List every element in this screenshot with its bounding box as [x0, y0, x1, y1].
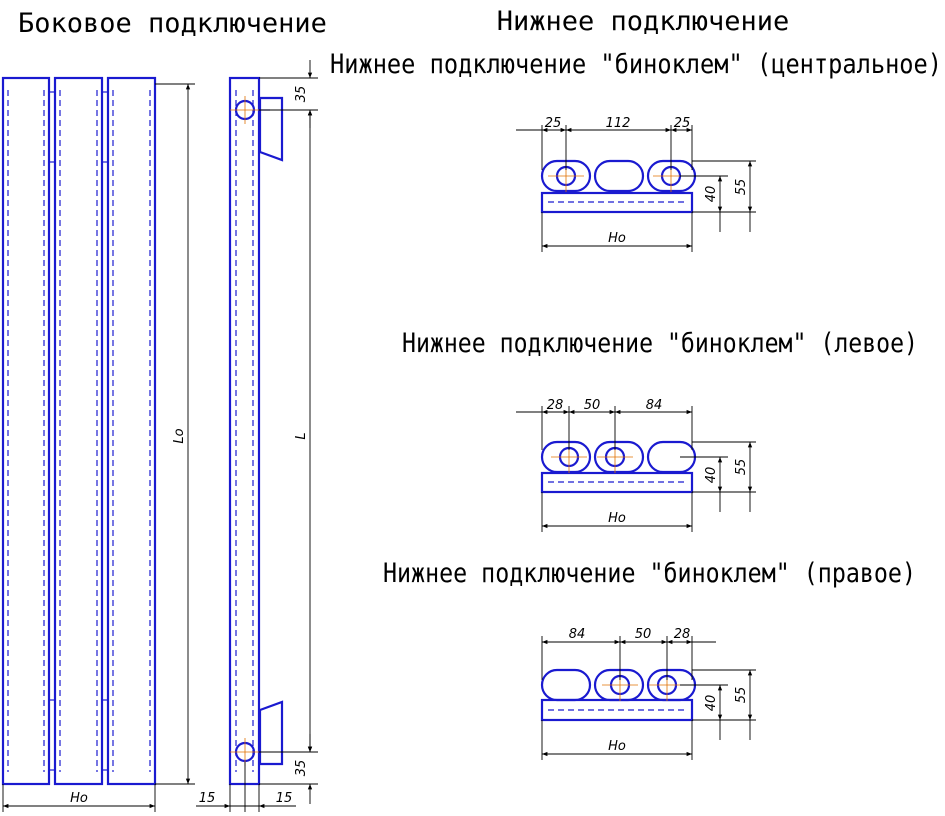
left-width-label: Ho	[608, 511, 626, 526]
right-dim-c: 28	[674, 627, 691, 642]
left-oval-1	[540, 440, 592, 474]
left-height-outer: 55	[734, 459, 749, 476]
right-dim-a: 84	[569, 627, 586, 642]
title-left: Нижнее подключение "биноклем" (левое)	[402, 328, 918, 359]
dim-lo-label: Lo	[172, 428, 187, 443]
central-oval-2	[593, 159, 645, 193]
title-bottom-connection: Нижнее подключение	[497, 6, 790, 37]
bracket-top	[258, 96, 284, 162]
profile-body	[228, 76, 261, 786]
section-2	[53, 76, 104, 786]
central-width-label: Ho	[608, 231, 626, 246]
central-height-inner: 40	[704, 186, 719, 203]
right-oval-1	[540, 668, 592, 702]
side-view-radiator: Lo Ho	[1, 76, 195, 812]
title-right: Нижнее подключение "биноклем" (правое)	[383, 558, 916, 589]
central-dim-b: 112	[606, 116, 631, 131]
right-height-outer: 55	[734, 687, 749, 704]
dim-ho-label: Ho	[70, 791, 88, 806]
dim-right-offset: 15	[276, 791, 293, 806]
left-dim-b: 50	[584, 398, 601, 413]
right-view: 84 50 28 40 55 Ho	[540, 627, 756, 760]
profile-view-radiator: 35 L 35 15 15	[196, 60, 318, 812]
section-3	[106, 76, 157, 786]
left-dim-a: 28	[547, 398, 564, 413]
right-dim-b: 50	[635, 627, 652, 642]
central-view: 25 112 25 40 55 Ho	[516, 116, 756, 252]
left-dim-c: 84	[646, 398, 663, 413]
central-dim-c: 25	[674, 116, 691, 131]
left-view: 28 50 84 40 55 Ho	[516, 398, 756, 532]
left-height-inner: 40	[704, 467, 719, 484]
central-dim-a: 25	[545, 116, 562, 131]
title-central: Нижнее подключение "биноклем" (центральн…	[330, 49, 942, 80]
dim-bottom-offset: 35	[294, 760, 309, 777]
central-height-outer: 55	[734, 179, 749, 196]
right-oval-2	[593, 668, 645, 702]
right-height-inner: 40	[704, 695, 719, 712]
right-width-label: Ho	[608, 739, 626, 754]
bracket-bottom	[258, 700, 284, 766]
dim-top-offset: 35	[294, 86, 309, 103]
dim-left-offset: 15	[199, 791, 216, 806]
dim-l-label: L	[294, 432, 309, 439]
left-oval-2	[593, 440, 645, 474]
title-side-connection: Боковое подключение	[18, 8, 327, 39]
section-1	[1, 76, 51, 786]
